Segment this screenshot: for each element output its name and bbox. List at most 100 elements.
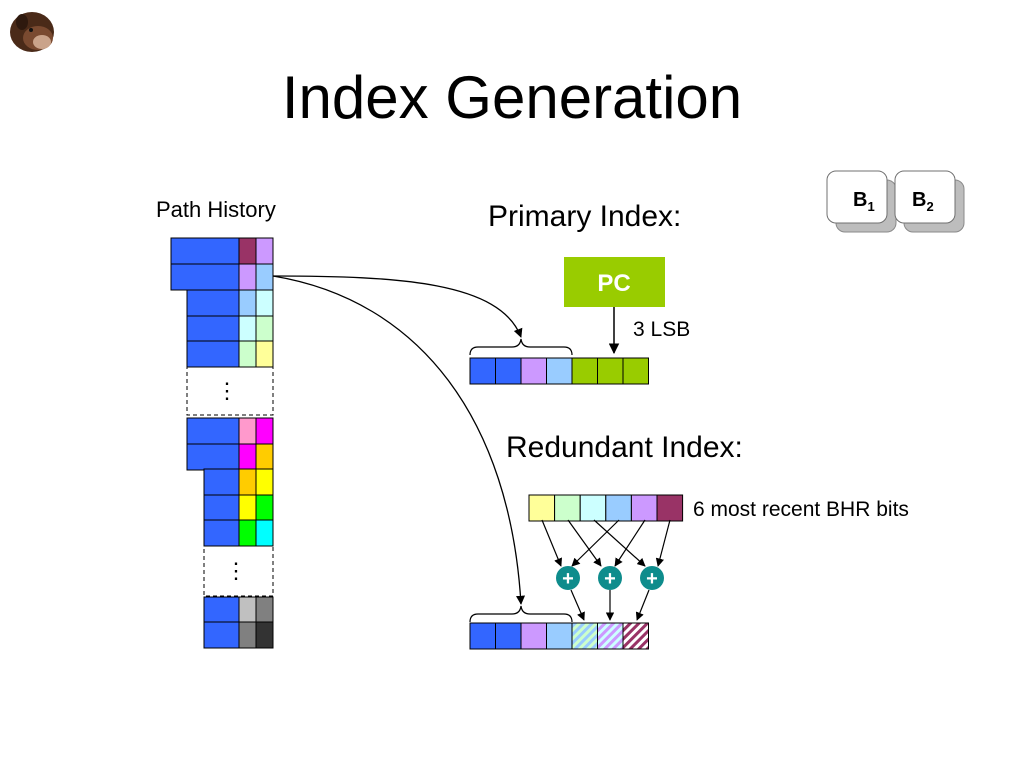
history-row-5-bit-b <box>255 340 274 368</box>
history-to-redundant-arrow <box>272 275 526 605</box>
history-row-9-address <box>203 494 240 522</box>
history-row-4-bit-a <box>238 315 257 343</box>
svg-text:B1: B1 <box>853 189 875 214</box>
pc-box <box>564 257 665 307</box>
redundant-index-cell-4 <box>546 622 573 650</box>
history-gap-2 <box>203 545 274 597</box>
history-row-11-bit-a <box>238 596 257 624</box>
history-row-2-bit-a <box>238 263 257 291</box>
history-row-2-address <box>170 263 240 291</box>
history-row-3-address <box>186 289 240 317</box>
history-row-11-address <box>203 596 240 624</box>
gorilla-head-logo <box>10 12 54 52</box>
b2-key-button[interactable]: B2 <box>894 170 965 233</box>
bhr-bit1-arrow <box>541 519 562 567</box>
xor-gate-1-symbol: + <box>562 568 574 590</box>
primary-index-register <box>469 357 649 385</box>
history-row-1-bit-b <box>255 237 274 265</box>
b1-key-label: B <box>853 189 867 211</box>
history-row-1-address <box>170 237 240 265</box>
history-row-8-address <box>203 468 240 496</box>
primary-index-cell-3 <box>520 357 547 385</box>
bhr-bit2-arrow <box>567 519 602 567</box>
bhr-bit-cell-1 <box>528 494 556 522</box>
primary-index-cell-6 <box>597 357 624 385</box>
history-row-12-bit-a <box>238 621 257 649</box>
b1-key-subscript: 1 <box>867 199 874 214</box>
primary-index-cell-4 <box>546 357 573 385</box>
history-row-8-bit-a <box>238 468 257 496</box>
history-row-10-bit-a <box>238 519 257 547</box>
bhr-to-xor-arrows <box>541 519 671 567</box>
history-ellipsis-1: ⋮ <box>216 378 238 403</box>
history-row-7-address <box>186 443 240 471</box>
history-row-6-bit-b <box>255 417 274 445</box>
xor-gate-2-symbol: + <box>604 568 616 590</box>
redundant-hashed-cell-2 <box>597 622 624 650</box>
bhr-bit-cell-3 <box>579 494 607 522</box>
history-to-primary-arrow <box>272 275 523 338</box>
bhr-bit-cell-4 <box>605 494 632 522</box>
primary-brace <box>469 338 573 356</box>
history-row-3-bit-a <box>238 289 257 317</box>
history-row-9-bit-a <box>238 494 257 522</box>
primary-index-cell-2 <box>495 357 522 385</box>
bhr-bit-cell-5 <box>630 494 658 522</box>
pc-label: PC <box>597 270 630 297</box>
page-title: Index Generation <box>282 64 742 131</box>
history-row-4-bit-b <box>255 315 274 343</box>
redundant-index-label: Redundant Index: <box>506 431 743 464</box>
history-row-5-bit-a <box>238 340 257 368</box>
history-row-1-bit-a <box>238 237 257 265</box>
xor1-out-arrow <box>570 589 585 621</box>
primary-index-cell-7 <box>622 357 649 385</box>
bhr-bit-cell-6 <box>656 494 684 522</box>
primary-index-label: Primary Index: <box>488 200 681 233</box>
bhr-bits-label: 6 most recent BHR bits <box>693 498 909 521</box>
path-history-stack: ⋮ ⋮ <box>170 237 274 649</box>
bhr-bit5-arrow <box>614 519 646 567</box>
history-row-12-address <box>203 621 240 649</box>
history-row-6-address <box>186 417 240 445</box>
b1-key-button[interactable]: B1 <box>826 170 897 233</box>
history-row-10-address <box>203 519 240 547</box>
history-row-11-bit-b <box>255 596 274 624</box>
redundant-brace <box>469 605 573 623</box>
redundant-index-cell-1 <box>469 622 496 650</box>
b2-key-subscript: 2 <box>926 199 933 214</box>
history-row-7-bit-b <box>255 443 274 471</box>
xor-gate-2: + <box>598 566 622 590</box>
history-ellipsis-2: ⋮ <box>225 558 247 583</box>
history-row-3-bit-b <box>255 289 274 317</box>
bhr-bit3-arrow <box>593 519 646 567</box>
redundant-index-cell-3 <box>520 622 547 650</box>
redundant-hashed-cell-3 <box>622 622 649 650</box>
redundant-index-register <box>469 622 649 650</box>
path-history-label: Path History <box>156 197 276 222</box>
bhr-bit-cell-2 <box>554 494 581 522</box>
bhr-bit4-arrow <box>571 519 620 567</box>
xor3-out-arrow <box>635 589 650 621</box>
xor-gate-3: + <box>640 566 664 590</box>
history-row-9-bit-b <box>255 494 274 522</box>
history-row-4-address <box>186 315 240 343</box>
history-row-8-bit-b <box>255 468 274 496</box>
xor-gate-3-symbol: + <box>646 568 658 590</box>
xor-gate-1: + <box>556 566 580 590</box>
svg-text:B2: B2 <box>912 189 934 214</box>
history-row-12-bit-b <box>255 621 274 649</box>
bhr-register <box>528 494 684 522</box>
primary-index-cell-1 <box>469 357 496 385</box>
primary-index-cell-5 <box>571 357 598 385</box>
redundant-hashed-cell-1 <box>571 622 598 650</box>
history-row-10-bit-b <box>255 519 274 547</box>
history-row-5-address <box>186 340 240 368</box>
lsb-label: 3 LSB <box>633 318 690 341</box>
xor-to-index-arrows <box>570 589 650 621</box>
redundant-index-cell-2 <box>495 622 522 650</box>
history-row-6-bit-a <box>238 417 257 445</box>
b2-key-label: B <box>912 189 926 211</box>
history-row-2-bit-b <box>255 263 274 291</box>
history-gap-1 <box>186 366 274 416</box>
